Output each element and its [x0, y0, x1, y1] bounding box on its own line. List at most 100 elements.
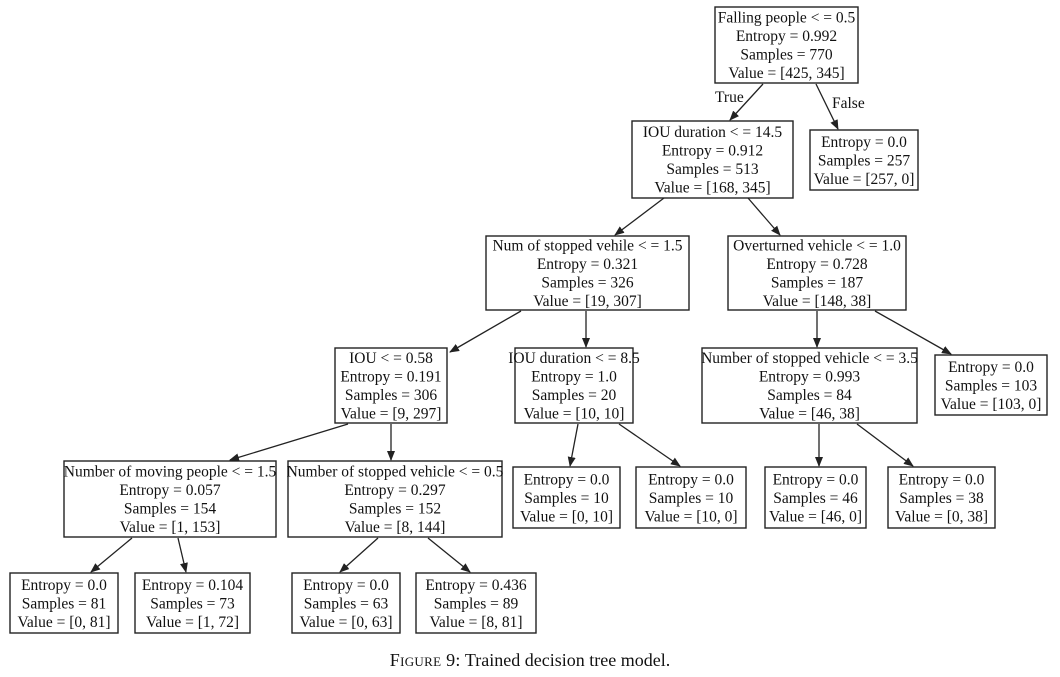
node-stat-line: Value = [0, 10] [520, 508, 613, 525]
node-stat-line: Value = [46, 38] [759, 406, 860, 423]
node-stat-line: Value = [0, 81] [17, 614, 110, 631]
node-stat-line: Samples = 46 [773, 490, 858, 507]
node-box [514, 347, 634, 424]
edge-l4b-to-l5c [339, 537, 379, 573]
node-stat-line: Entropy = 0.0 [821, 134, 907, 151]
edge-l3a-to-l4a [229, 423, 349, 462]
node-stat-line: Samples = 89 [434, 595, 519, 612]
node-stat-line: Entropy = 0.0 [948, 359, 1034, 376]
node-stat-line: Entropy = 0.0 [21, 577, 107, 594]
node-stat-line: Value = [9, 297] [341, 406, 442, 423]
node-split-condition: IOU duration < = 8.5 [508, 350, 640, 367]
node-stat-line: Entropy = 0.992 [736, 28, 837, 45]
node-stat-line: Samples = 10 [649, 490, 734, 507]
node-stat-line: Entropy = 0.104 [142, 577, 244, 594]
node-stat-line: Samples = 103 [945, 377, 1038, 394]
node-stat-line: Value = [8, 144] [345, 519, 446, 536]
node-stat-line: Samples = 154 [124, 501, 217, 518]
node-box [63, 460, 277, 538]
node-stat-line: Samples = 84 [767, 387, 852, 404]
node-split-condition: Number of stopped vehicle < = 0.5 [287, 464, 504, 481]
edge-l1-to-l2a [614, 197, 665, 236]
edge-l4a-to-l5a [90, 537, 133, 573]
node-stat-line: Value = [257, 0] [814, 171, 915, 188]
node-stat-line: Entropy = 0.436 [425, 577, 527, 594]
node-stat-line: Value = [46, 0] [769, 508, 862, 525]
node-stat-line: Value = [1, 72] [146, 614, 239, 631]
caption-text: Trained decision tree model. [460, 650, 671, 670]
node-box [887, 466, 996, 529]
node-stat-line: Value = [10, 10] [524, 406, 625, 423]
node-box [291, 572, 401, 634]
node-stat-line: Value = [103, 0] [941, 396, 1042, 413]
node-stat-line: Entropy = 0.297 [344, 482, 446, 499]
edge-l4a-to-l5b [177, 537, 188, 573]
node-stat-line: Entropy = 1.0 [531, 369, 617, 386]
node-split-condition: IOU < = 0.58 [349, 350, 433, 367]
node-stat-line: Samples = 257 [818, 152, 911, 169]
figure-caption: Figure 9: Trained decision tree model. [0, 650, 1060, 671]
tree-node-l4b: Number of stopped vehicle < = 0.5Entropy… [287, 460, 504, 538]
edge-l2b-to-l3d [874, 310, 952, 355]
node-stat-line: Samples = 10 [524, 490, 609, 507]
node-stat-line: Samples = 63 [304, 595, 389, 612]
edge-root-to-l1 [729, 83, 764, 121]
node-stat-line: Value = [425, 345] [728, 65, 844, 82]
node-stat-line: Entropy = 0.912 [662, 143, 763, 160]
node-stat-line: Entropy = 0.0 [524, 471, 610, 488]
node-stat-line: Value = [148, 38] [763, 293, 872, 310]
node-box [415, 572, 537, 634]
node-stat-line: Value = [168, 345] [654, 180, 770, 197]
edge-l3b-to-l4d [618, 423, 681, 467]
edge-l1-to-l2b [747, 197, 781, 236]
node-stat-line: Value = [19, 307] [533, 293, 642, 310]
node-stat-line: Entropy = 0.0 [773, 471, 859, 488]
node-stat-line: Entropy = 0.0 [899, 471, 985, 488]
node-split-condition: IOU duration < = 14.5 [643, 124, 783, 141]
node-box [727, 235, 907, 311]
node-box [764, 466, 867, 529]
node-box [287, 460, 503, 538]
node-box [714, 6, 859, 84]
edge-label-true: True [715, 89, 744, 106]
node-stat-line: Samples = 152 [349, 501, 441, 518]
edge-l4b-to-l5d [427, 537, 471, 573]
edge-l3c-to-l4f [856, 423, 914, 467]
node-box [934, 354, 1048, 416]
edge-root-to-f [815, 83, 839, 130]
node-box [9, 572, 119, 634]
node-stat-line: Samples = 73 [150, 595, 235, 612]
node-split-condition: Number of moving people < = 1.5 [64, 464, 277, 481]
edge-label-false: False [832, 95, 865, 112]
node-stat-line: Entropy = 0.057 [119, 482, 221, 499]
node-stat-line: Entropy = 0.0 [648, 471, 734, 488]
node-stat-line: Samples = 20 [532, 387, 617, 404]
node-stat-line: Value = [8, 81] [429, 614, 522, 631]
node-box [701, 347, 918, 424]
node-box [512, 466, 621, 529]
node-stat-line: Value = [1, 153] [120, 519, 221, 536]
node-stat-line: Entropy = 0.191 [340, 369, 441, 386]
node-box [635, 466, 747, 529]
node-box [334, 347, 448, 424]
node-box [631, 120, 794, 199]
edge-l2a-to-l3a [449, 310, 522, 353]
node-stat-line: Entropy = 0.728 [766, 256, 868, 273]
caption-prefix: Figure 9: [389, 650, 461, 670]
node-stat-line: Value = [0, 38] [895, 508, 988, 525]
node-stat-line: Value = [0, 63] [299, 614, 392, 631]
